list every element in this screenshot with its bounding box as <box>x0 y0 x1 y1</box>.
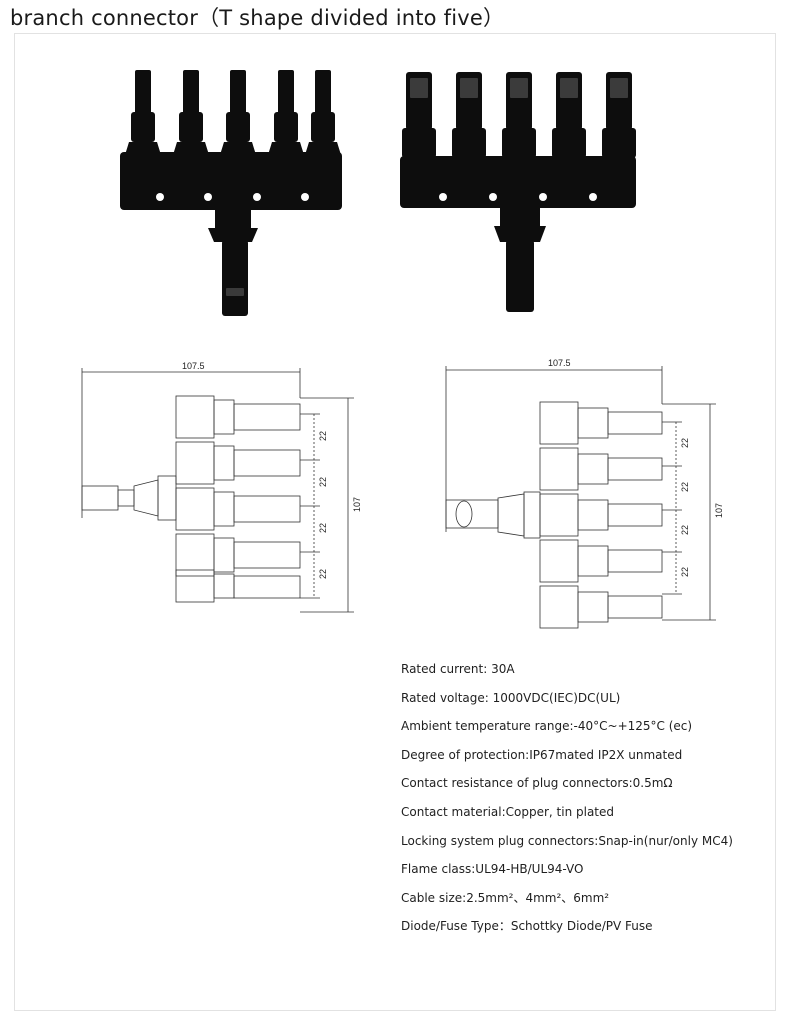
spec-contact-resistance: Contact resistance of plug connectors:0.… <box>401 776 673 791</box>
spec-diode-fuse-type: Diode/Fuse Type：Schottky Diode/PV Fuse <box>401 919 653 934</box>
drawing-branch <box>539 447 663 491</box>
branch-stem <box>173 70 209 155</box>
width-dimension: 107.5 <box>548 358 571 368</box>
drawing-branch <box>175 487 301 531</box>
spec-cable-size: Cable size:2.5mm²、4mm²、6mm² <box>401 890 610 905</box>
product-photo-left <box>120 70 342 316</box>
branch-stem <box>220 70 256 155</box>
spec-rated-current: Rated current: 30A <box>401 662 515 676</box>
pitch-dimension: 22 <box>318 523 328 533</box>
width-dimension: 107.5 <box>182 361 205 371</box>
branch-stem <box>268 70 304 155</box>
spec-flame-class: Flame class:UL94-HB/UL94-VO <box>401 862 584 877</box>
height-dimension: 107 <box>352 497 362 512</box>
drawing-branch <box>175 395 301 439</box>
specifications-list: Rated current: 30A Rated voltage: 1000VD… <box>401 661 733 947</box>
pitch-dimension: 22 <box>318 477 328 487</box>
pitch-dimension: 22 <box>680 567 690 577</box>
technical-drawing-right: 107.5 22 22 22 22 107 <box>445 358 724 629</box>
pitch-dimension: 22 <box>680 438 690 448</box>
spec-ambient-temperature: Ambient temperature range:-40°C~+125°C (… <box>401 719 693 734</box>
spec-locking-system: Locking system plug connectors:Snap-in(n… <box>401 833 733 848</box>
branch-stem <box>125 70 161 155</box>
height-dimension: 107 <box>714 503 724 518</box>
pitch-dimension: 22 <box>318 431 328 441</box>
pitch-dimension: 22 <box>318 569 328 579</box>
drawing-branch <box>539 539 663 583</box>
spec-contact-material: Contact material:Copper, tin plated <box>401 804 614 819</box>
branch-stem <box>305 70 341 155</box>
drawing-branch <box>539 585 663 629</box>
technical-drawing-left: 107.5 22 22 22 22 107 <box>81 361 362 613</box>
pitch-dimension: 22 <box>680 525 690 535</box>
drawing-branch <box>175 441 301 485</box>
product-photo-right <box>400 72 636 312</box>
pitch-dimension: 22 <box>680 482 690 492</box>
content-frame <box>14 33 776 1011</box>
drawing-branch <box>175 533 301 577</box>
spec-degree-of-protection: Degree of protection:IP67mated IP2X unma… <box>401 747 683 762</box>
page-title: branch connector（T shape divided into fi… <box>10 6 505 30</box>
spec-rated-voltage: Rated voltage: 1000VDC(IEC)DC(UL) <box>401 690 621 705</box>
drawing-branch <box>539 401 663 445</box>
drawing-branch <box>539 493 663 537</box>
drawing-branch <box>175 569 301 603</box>
